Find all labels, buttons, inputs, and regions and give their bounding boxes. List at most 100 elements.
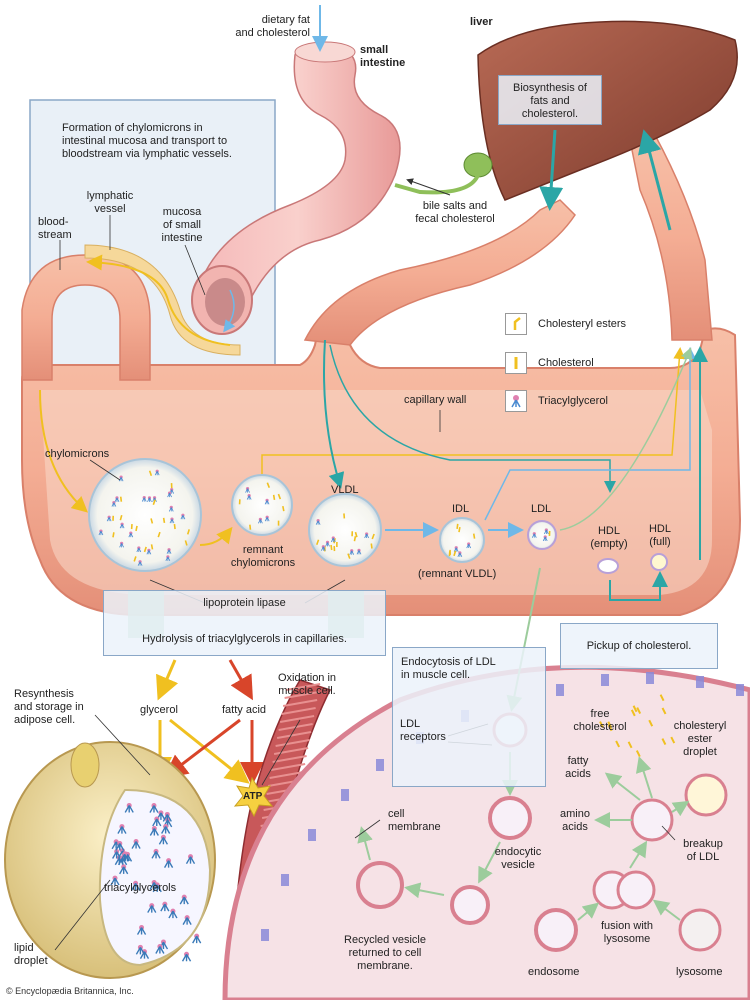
triacylglycerol-tail: [141, 497, 147, 502]
triacylglycerol-tail: [136, 547, 142, 553]
free-cholesterol-mark: [632, 705, 638, 713]
triacylglycerol-tail: [531, 533, 537, 538]
cholesterol-mark: [162, 517, 166, 524]
muscle-striation: [282, 699, 318, 707]
intestine-lumen: [205, 278, 245, 326]
bloodstream-loop: [21, 254, 151, 381]
triacylglycerol-tail: [330, 537, 336, 543]
ldl-particle: [527, 520, 557, 550]
leader-oxidation: [261, 719, 301, 786]
membrane-receptor: [736, 684, 744, 696]
arrow-lymph: [86, 254, 231, 346]
muscle-striation: [276, 731, 312, 739]
cholesterol-mark: [249, 524, 252, 530]
cholesterol-mark: [152, 499, 156, 506]
adipose-nucleus: [70, 742, 100, 788]
arrow-mucosa-in: [223, 289, 236, 333]
cholesterol-mark: [272, 494, 276, 500]
membrane-receptor: [341, 789, 349, 801]
remnant-vldl-label: (remnant VLDL): [418, 568, 497, 580]
triacylglycerol-tail: [131, 841, 141, 849]
arrow-remnant-to-liver: [261, 347, 686, 475]
cholesterol-mark: [353, 536, 357, 542]
cholesterol-mark: [184, 540, 188, 546]
triacylglycerol-tail: [364, 533, 369, 539]
triacylglycerol-tail: [169, 518, 175, 524]
fatty-acid-label: fatty acid: [222, 704, 267, 716]
free-cholesterol-mark: [607, 724, 613, 732]
triacylglycerol-tail: [154, 471, 160, 476]
idl-label: IDL: [452, 503, 470, 515]
free-cholesterol-label: free cholesterol: [573, 708, 627, 733]
intestine-top-opening: [294, 41, 356, 63]
cholesterol-mark: [135, 525, 138, 532]
lipid-droplet-label: lipid droplet: [14, 942, 48, 967]
ldl-receptors-label: LDL receptors: [400, 718, 446, 743]
vessel-to-liver-right: [629, 134, 713, 341]
triacylglycerol-tail: [163, 860, 174, 868]
free-cholesterol-mark: [661, 707, 667, 715]
triacylglycerol-tail: [117, 826, 127, 834]
membrane-receptor: [556, 684, 564, 696]
triacylglycerol-tail: [466, 543, 472, 549]
free-cholesterol-mark: [635, 750, 641, 758]
triacylglycerol-tail: [151, 850, 161, 859]
cholesterol-mark: [370, 543, 373, 549]
cholesterol-mark: [112, 532, 115, 538]
cholesterol-mark: [347, 553, 351, 559]
cholesterol-mark: [453, 550, 457, 557]
remnant-chylomicrons-label: remnant chylomicrons: [230, 544, 296, 569]
arrow-idl-to-liver: [484, 347, 696, 521]
biosynthesis-box: Biosynthesis of fats and cholesterol.: [498, 75, 602, 125]
breakup-vesicle: [630, 798, 674, 842]
liver-label: liver: [470, 16, 493, 28]
chylomicrons-label: chylomicrons: [45, 448, 110, 460]
pickup-caption: Pickup of cholesterol.: [586, 640, 692, 652]
cholesterol-mark: [186, 529, 190, 535]
arrow-endosome-fusion: [577, 902, 600, 921]
amino-acids-label: amino acids: [560, 808, 590, 833]
triacylglycerol-tail: [162, 814, 172, 822]
triacylglycerol-tail: [165, 556, 171, 561]
legend-triacylglycerol: Triacylglycerol: [538, 395, 608, 407]
endosome-upper: [450, 885, 490, 925]
triacylglycerol-tail: [179, 896, 189, 905]
triacylglycerol-tail: [98, 530, 104, 536]
triacylglycerol-tail: [544, 529, 549, 535]
hdl-empty-label: HDL (empty): [590, 525, 628, 550]
muscle-striation: [284, 691, 319, 699]
triacylglycerol-tail: [168, 507, 174, 512]
lysosome: [678, 908, 722, 952]
ldl-label: LDL: [531, 503, 552, 515]
triacylglycerol-tail: [160, 903, 170, 912]
capillary-wall-label: capillary wall: [404, 394, 467, 406]
muscle-striation: [272, 755, 307, 763]
endocytic-vesicle-label: endocytic vesicle: [494, 846, 542, 871]
free-cholesterol-marks: [599, 694, 676, 758]
lysosome-label: lysosome: [676, 966, 723, 978]
cholesterol-mark: [150, 518, 154, 524]
hydrolysis-box: lipoprotein lipase Hydrolysis of triacyl…: [103, 590, 386, 656]
cholesterol-mark: [150, 544, 154, 550]
arrow-fatty-adipose: [163, 718, 241, 779]
membrane-receptor: [261, 929, 269, 941]
triacylglycerol-tail: [114, 497, 120, 503]
endocytosis-caption: Endocytosis of LDL in muscle cell.: [401, 656, 496, 681]
hdl-full-particle: [650, 553, 668, 571]
triacylglycerol-tail: [131, 882, 141, 891]
small-intestine: [194, 43, 401, 301]
triacylglycerol-tail: [135, 946, 146, 955]
cholesterol-mark: [354, 531, 358, 538]
cholesterol-mark: [143, 546, 147, 553]
fatty-acids-label: fatty acids: [565, 755, 591, 780]
triacylglycerol-tail: [167, 492, 172, 498]
arrow-ldl-to-liver: [559, 347, 693, 531]
arrow-hdl-pickup: [609, 571, 668, 601]
arrow-hydrolysis-fatty: [228, 659, 253, 701]
muscle-striation: [270, 763, 306, 771]
cholesterol-mark: [119, 515, 123, 521]
cholesterol-mark: [315, 539, 320, 545]
cholesterol-mark: [458, 526, 461, 533]
